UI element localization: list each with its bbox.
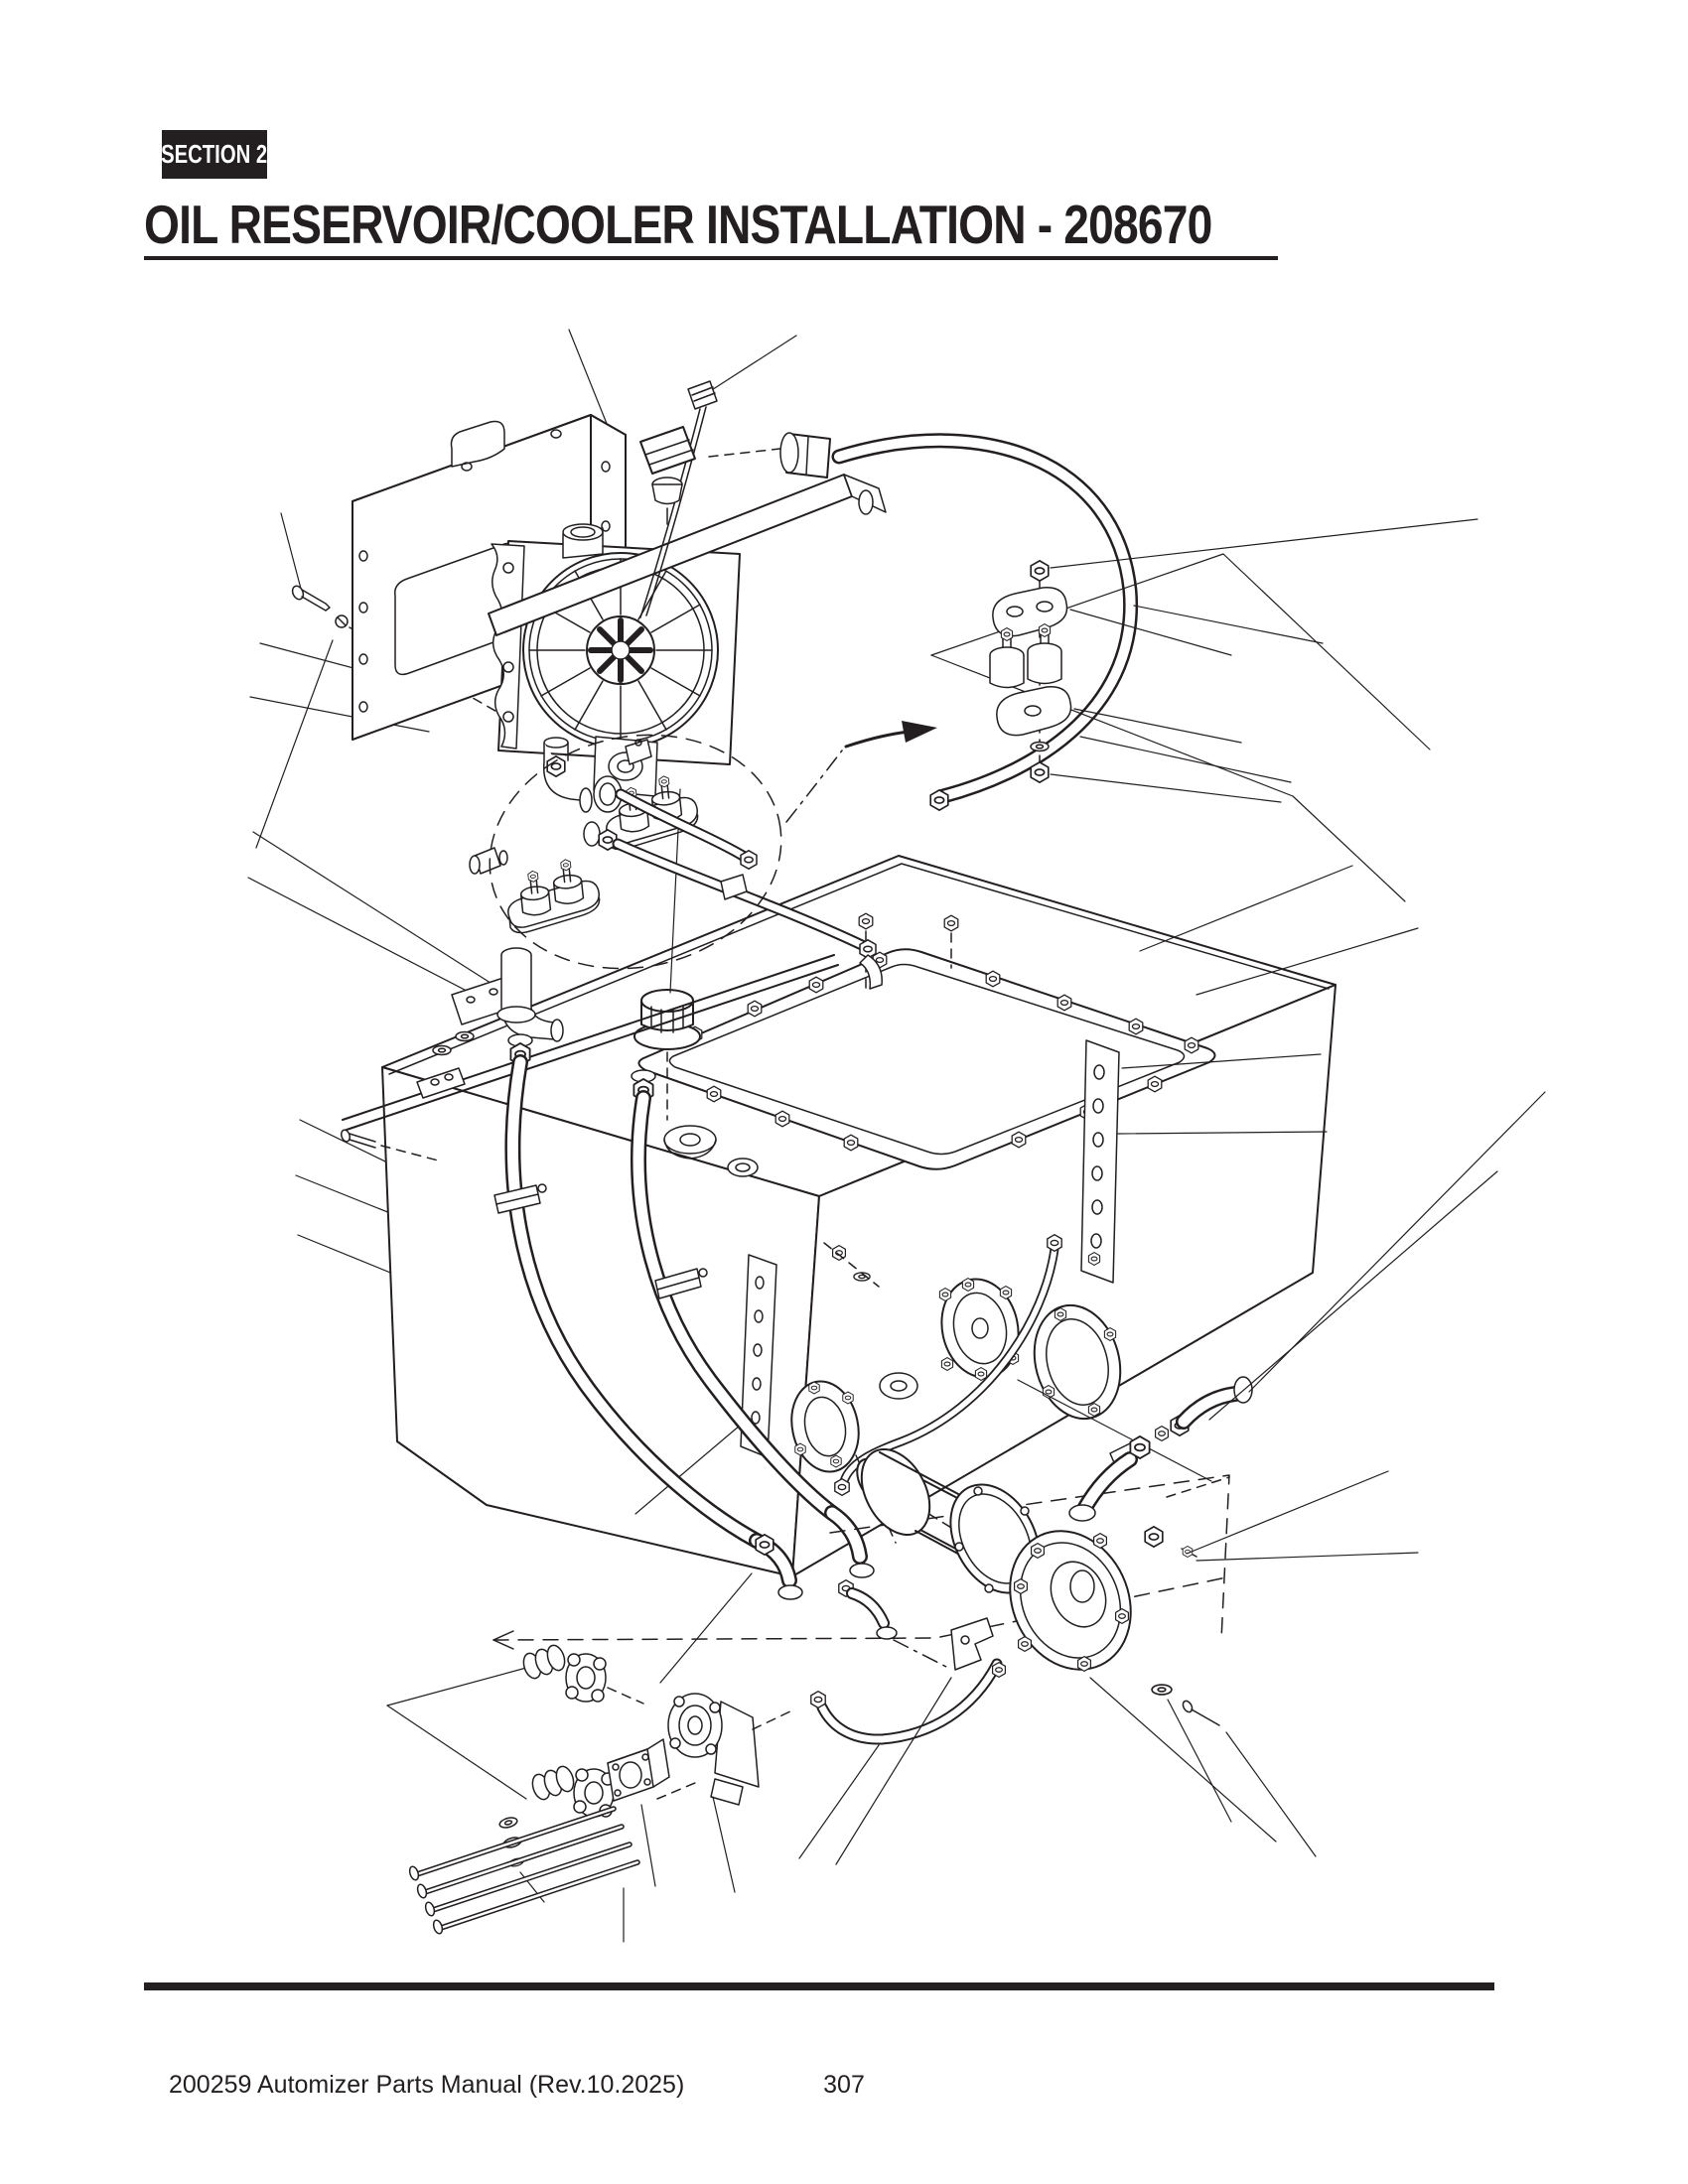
- front-hoses: [493, 1033, 949, 1684]
- screw-head: [335, 614, 349, 628]
- wire-harness: [639, 380, 718, 618]
- oil-cooler-fan: [488, 380, 887, 797]
- rubber-isolator: [1027, 623, 1062, 685]
- return-line: [583, 821, 883, 990]
- gear-pump: [667, 1693, 760, 1806]
- hose-clamp: [493, 1183, 547, 1214]
- split-flange: [565, 1653, 607, 1703]
- cooler-hose-loop: [831, 433, 1324, 811]
- isolator-hardware-detail: [930, 518, 1478, 902]
- manifold-block: [607, 1738, 670, 1802]
- split-flange: [573, 1768, 615, 1818]
- breather-boss: [663, 1125, 759, 1177]
- end-flange: [1033, 1303, 1122, 1421]
- footer-rule: [144, 1982, 1494, 1990]
- cooler-outlet-line: [543, 737, 758, 870]
- tank-right-face-details: [634, 865, 1419, 1515]
- front-rail-and-return-pipe: [341, 947, 839, 1162]
- page-title: OIL RESERVOIR/COOLER INSTALLATION - 2086…: [144, 194, 1212, 255]
- section-badge-label: SECTION 2: [161, 139, 268, 169]
- reservoir-tank: [341, 788, 1336, 1577]
- mounting-bolt: [291, 585, 331, 612]
- rubber-isolator: [989, 627, 1025, 689]
- section-badge: SECTION 2: [161, 130, 268, 179]
- hole-strip-bracket: [1080, 1039, 1328, 1284]
- cap-nut: [779, 432, 831, 478]
- mounting-studs: [408, 1806, 640, 1935]
- pump-bracket: [950, 1617, 994, 1671]
- hose-clamp: [654, 1268, 708, 1299]
- cooler-header-bar: [488, 474, 887, 636]
- pump-motor-assembly: [798, 1091, 1546, 1865]
- pump-drain-hose: [810, 1658, 1007, 1745]
- fan-blades: [588, 617, 653, 683]
- pump-head: [1009, 1530, 1132, 1672]
- elbow-fitting-and-cap: [639, 426, 831, 525]
- pump-outlet-elbows: [1068, 1376, 1253, 1522]
- title-rule: [144, 256, 1278, 260]
- tank-isolator-mounts: [469, 721, 937, 990]
- hose-end-elbow: [824, 1505, 949, 1669]
- return-flange: [790, 1380, 860, 1473]
- suction-line-assembly: [386, 1644, 795, 1943]
- filler-cap: [633, 788, 701, 1121]
- hose-stub-lower: [531, 1765, 575, 1801]
- hose-stub-upper: [522, 1644, 566, 1680]
- hose-end-elbow: [749, 1533, 803, 1600]
- page-number: 307: [823, 2071, 865, 2099]
- footer-text: 200259 Automizer Parts Manual (Rev.10.20…: [169, 2071, 685, 2099]
